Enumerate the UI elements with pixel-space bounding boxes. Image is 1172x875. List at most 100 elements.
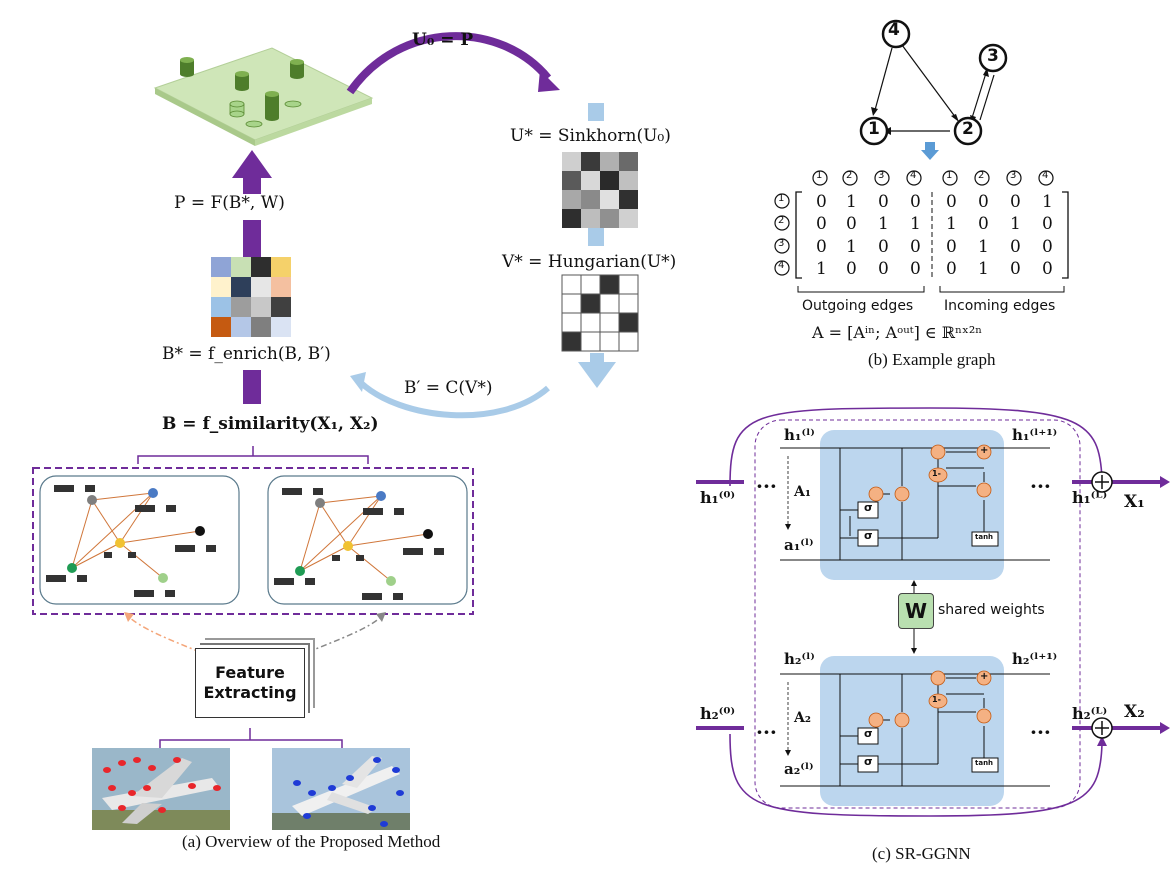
sr-ggnn-diagram xyxy=(696,407,1170,817)
assignment-plane xyxy=(153,47,374,146)
gru-cell-2 xyxy=(780,656,1050,806)
h2-l1-label: h₂⁽ˡ⁺¹⁾ xyxy=(1012,650,1058,668)
matrix-cell: 0 xyxy=(1042,237,1053,257)
plus-gate-2: + xyxy=(980,671,989,682)
h2-L-label: h₂⁽ᴸ⁾ xyxy=(1072,704,1108,723)
a1-l-label: a₁⁽ˡ⁾ xyxy=(784,536,814,554)
ellipsis-left-1: ··· xyxy=(756,474,777,498)
b-star-matrix xyxy=(211,257,291,337)
matrix-cell: 0 xyxy=(1010,237,1021,257)
matrix-cell: 1 xyxy=(816,259,827,279)
matrix-cell: 0 xyxy=(978,214,989,234)
col-header-7: 3 xyxy=(1010,170,1017,181)
row-header-4: 4 xyxy=(778,260,785,271)
node-2: 2 xyxy=(962,119,974,139)
col-header-5: 1 xyxy=(946,170,953,181)
matrix-cell: 0 xyxy=(816,192,827,212)
feature-label-line2: Extracting xyxy=(203,683,297,702)
feature-label-line1: Feature xyxy=(215,663,285,682)
tanh-gate-2: tanh xyxy=(975,759,994,767)
graph-to-matrix-arrow xyxy=(925,142,935,150)
matrix-cell: 0 xyxy=(846,214,857,234)
matrix-cell: 0 xyxy=(946,237,957,257)
col-header-6: 2 xyxy=(978,170,985,181)
v-star-matrix xyxy=(561,274,639,352)
matrix-cell: 1 xyxy=(910,214,921,234)
col-header-3: 3 xyxy=(878,170,885,181)
u-star-equation: U* = Sinkhorn(U₀) xyxy=(510,126,671,146)
v-star-equation: V* = Hungarian(U*) xyxy=(502,252,677,272)
matrix-cell: 1 xyxy=(978,237,989,257)
matrix-cell: 0 xyxy=(816,214,827,234)
matrix-cell: 0 xyxy=(946,192,957,212)
b-star-equation: B* = f_enrich(B, B′) xyxy=(162,344,331,364)
incoming-edges-label: Incoming edges xyxy=(944,298,1056,314)
matrix-cell: 1 xyxy=(1010,214,1021,234)
matrix-cell: 0 xyxy=(910,192,921,212)
h2-l-label: h₂⁽ˡ⁾ xyxy=(784,650,815,668)
example-graph xyxy=(859,19,1008,146)
b-similarity-equation: B = f_similarity(X₁, X₂) xyxy=(162,414,379,434)
col-header-2: 2 xyxy=(846,170,853,181)
one-minus-1: 1- xyxy=(932,469,941,478)
adjacency-equation: A = [Aⁱⁿ; Aᵒᵘᵗ] ∈ ℝⁿˣ²ⁿ xyxy=(812,323,983,342)
caption-c: (c) SR-GGNN xyxy=(872,844,971,863)
col-header-1: 1 xyxy=(816,170,823,181)
arrow-head xyxy=(921,150,939,160)
ellipsis-left-2: ··· xyxy=(756,720,777,744)
matrix-cell: 1 xyxy=(846,237,857,257)
row-header-1: 1 xyxy=(778,193,785,204)
node-1: 1 xyxy=(868,119,880,139)
node-3: 3 xyxy=(987,46,999,66)
matrix-cell: 1 xyxy=(1042,192,1053,212)
ellipsis-right-1: ··· xyxy=(1030,474,1051,498)
a2-adjacency-label: A₂ xyxy=(794,710,811,726)
airplane-photo-left xyxy=(92,748,230,830)
matrix-cell: 0 xyxy=(978,192,989,212)
h1-l-label: h₁⁽ˡ⁾ xyxy=(784,426,815,444)
matrix-cell: 1 xyxy=(878,214,889,234)
matrix-cell: 1 xyxy=(978,259,989,279)
matrix-cell: 0 xyxy=(846,259,857,279)
matrix-cell: 0 xyxy=(1010,192,1021,212)
sigma-gate-1b: σ xyxy=(864,529,873,542)
row-header-3: 3 xyxy=(778,238,785,249)
plus-gate-1: + xyxy=(980,445,989,456)
matrix-cell: 0 xyxy=(1042,214,1053,234)
matrix-cell: 0 xyxy=(878,192,889,212)
matrix-cell: 0 xyxy=(910,237,921,257)
u-star-matrix xyxy=(562,152,638,228)
sigma-gate-1a: σ xyxy=(864,501,873,514)
b-prime-equation: B′ = C(V*) xyxy=(404,378,493,398)
graph-right xyxy=(274,488,444,600)
graph-left xyxy=(46,485,216,597)
ellipsis-right-2: ··· xyxy=(1030,720,1051,744)
shared-weights-box: W xyxy=(898,593,934,629)
caption-b: (b) Example graph xyxy=(868,350,996,369)
feature-extracting-box: Feature Extracting xyxy=(195,648,305,718)
node-4: 4 xyxy=(888,20,900,40)
a2-l-label: a₂⁽ˡ⁾ xyxy=(784,760,814,778)
x2-label: X₂ xyxy=(1124,702,1145,722)
matrix-cell: 0 xyxy=(910,259,921,279)
h1-l1-label: h₁⁽ˡ⁺¹⁾ xyxy=(1012,426,1058,444)
col-header-8: 4 xyxy=(1042,170,1049,181)
u0-equals-p: U₀ = P xyxy=(412,30,474,50)
matrix-cell: 0 xyxy=(1010,259,1021,279)
matrix-cell: 1 xyxy=(846,192,857,212)
matrix-cell: 0 xyxy=(878,237,889,257)
h1-L-label: h₁⁽ᴸ⁾ xyxy=(1072,488,1108,507)
x1-label: X₁ xyxy=(1124,492,1145,512)
matrix-cell: 1 xyxy=(946,214,957,234)
col-header-4: 4 xyxy=(910,170,917,181)
row-header-2: 2 xyxy=(778,215,785,226)
caption-a: (a) Overview of the Proposed Method xyxy=(182,832,441,851)
a1-adjacency-label: A₁ xyxy=(794,484,811,500)
tanh-gate-1: tanh xyxy=(975,533,994,541)
matrix-cell: 0 xyxy=(816,237,827,257)
matrix-cell: 0 xyxy=(946,259,957,279)
sigma-gate-2a: σ xyxy=(864,727,873,740)
h1-0-label: h₁⁽⁰⁾ xyxy=(700,488,736,507)
p-equation: P = F(B*, W) xyxy=(174,193,285,213)
h2-0-label: h₂⁽⁰⁾ xyxy=(700,704,736,723)
